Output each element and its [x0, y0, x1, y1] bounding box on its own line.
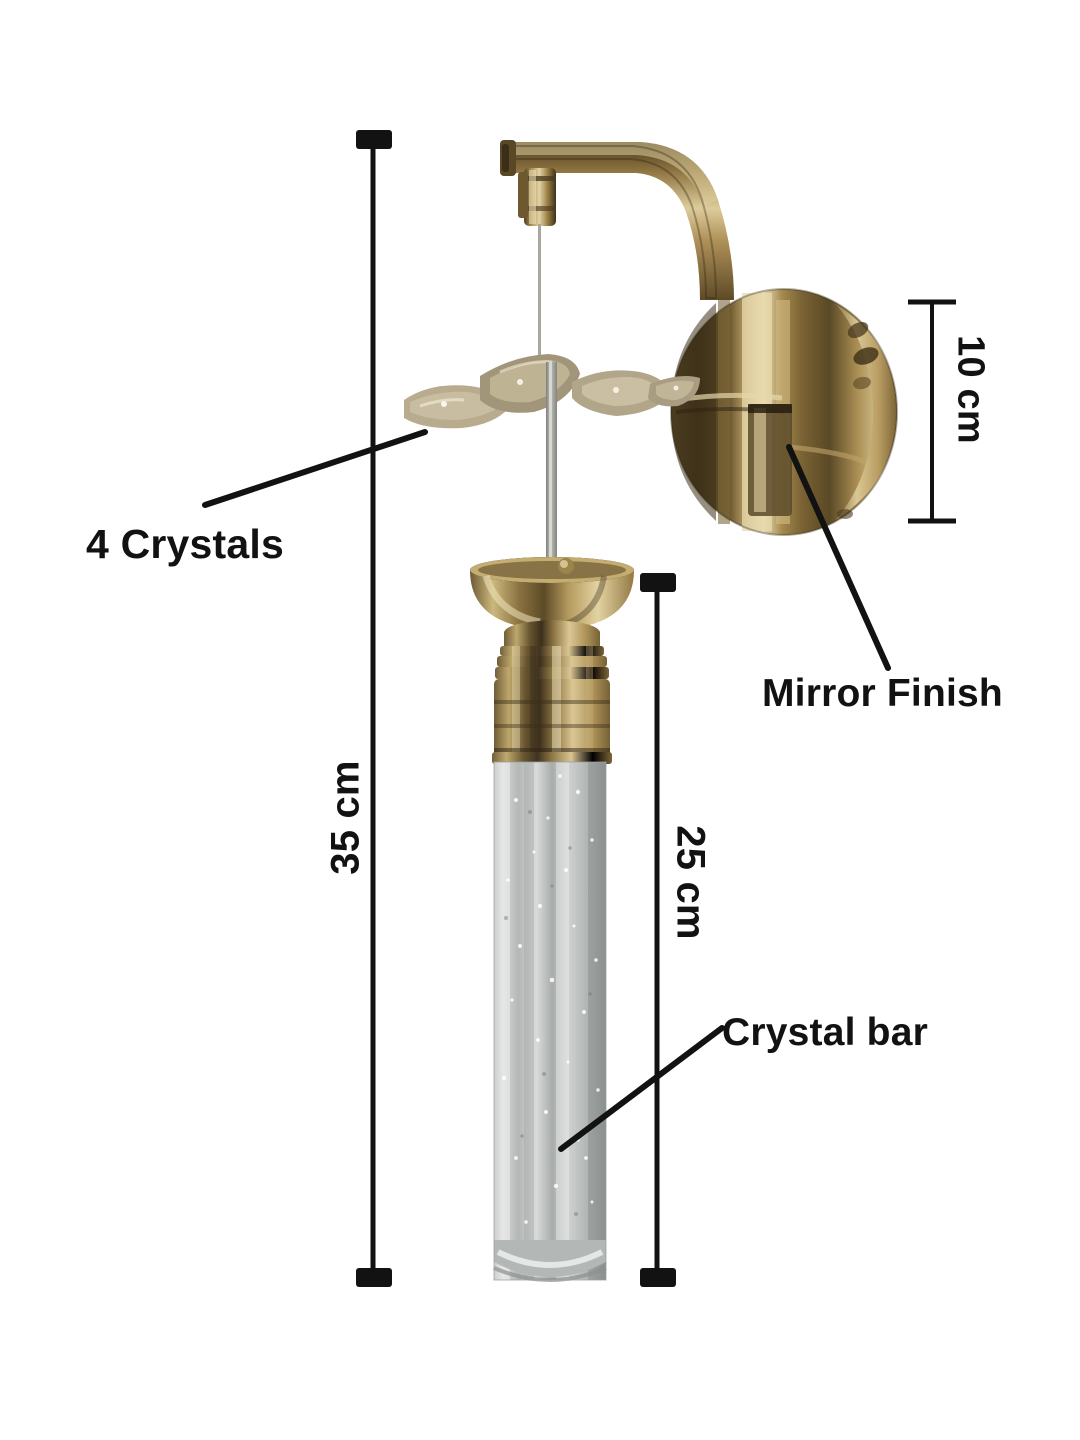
center-rod [546, 362, 557, 578]
dimension-label-35cm: 35 cm [323, 760, 368, 875]
callout-leader-lines [202, 429, 891, 1152]
leader-crystal-bar [558, 1025, 725, 1152]
dimension-10cm [908, 299, 956, 524]
callout-label-mirror-finish: Mirror Finish [762, 672, 1003, 715]
callout-label-4-crystals: 4 Crystals [86, 521, 285, 567]
gold-arm [500, 140, 734, 380]
ribbed-collar [492, 620, 612, 764]
crystal-bar [493, 761, 607, 1282]
leader-mirror-finish [786, 444, 891, 671]
wall-plate-disc [670, 288, 898, 536]
dome-cap [470, 557, 634, 630]
leader-4-crystals [202, 429, 428, 508]
dimension-lines [356, 130, 956, 1287]
dimension-label-10cm: 10 cm [949, 335, 992, 444]
dimension-35cm [356, 130, 392, 1287]
dimension-25cm [640, 573, 676, 1287]
callout-label-crystal-bar: Crystal bar [722, 1011, 928, 1054]
lamp-fixture [404, 140, 898, 1282]
dimension-label-25cm: 25 cm [668, 825, 713, 940]
